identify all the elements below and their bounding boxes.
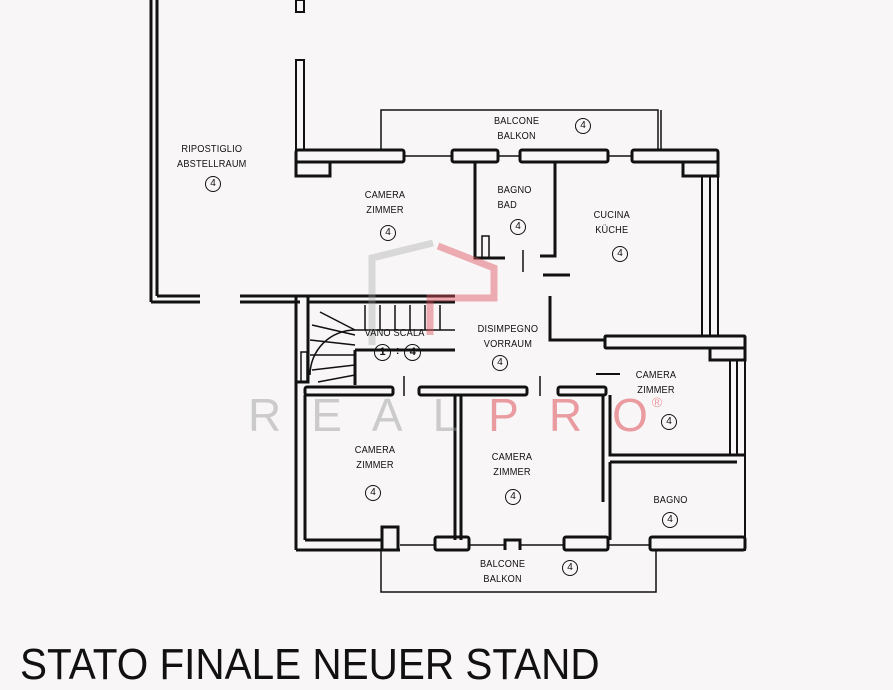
right-wall-upper: [701, 150, 719, 336]
watermark-house-icon: [368, 239, 498, 345]
floor-number-badge: 4: [662, 512, 678, 528]
balcony-top-outline: [380, 109, 662, 150]
top-wall: [294, 148, 720, 178]
plan-caption: STATO FINALE NEUER STAND: [20, 640, 600, 689]
watermark-logo: REALPRO®: [248, 389, 678, 441]
floor-range-badge: 1 ÷ 4: [374, 344, 422, 361]
floor-number-badge: 4: [380, 225, 396, 241]
floor-number-badge: 4: [205, 176, 221, 192]
floor-number-badge: 4: [492, 355, 508, 371]
staircase-treads: [309, 305, 455, 383]
outer-walls-lower: [294, 382, 747, 552]
floor-number-badge: 4: [562, 560, 578, 576]
bagno-walls: [473, 162, 570, 277]
floor-number-badge: 4: [661, 414, 677, 430]
floor-number-badge: 4: [510, 219, 526, 235]
floor-plan: [149, 0, 747, 593]
floor-number-badge: 4: [505, 489, 521, 505]
corridor-walls: [303, 376, 745, 540]
balcony-bottom-outline: [380, 550, 657, 593]
floor-number-badge: 4: [365, 485, 381, 501]
room-label-bagno-2: BAGNO: [653, 495, 688, 506]
ripostiglio-walls: [149, 0, 305, 304]
room-label-vano-scala: VANO SCALA: [364, 328, 425, 339]
cucina-walls: [548, 296, 747, 375]
floor-number-badge: 4: [575, 118, 591, 134]
floor-number-badge: 4: [612, 246, 628, 262]
